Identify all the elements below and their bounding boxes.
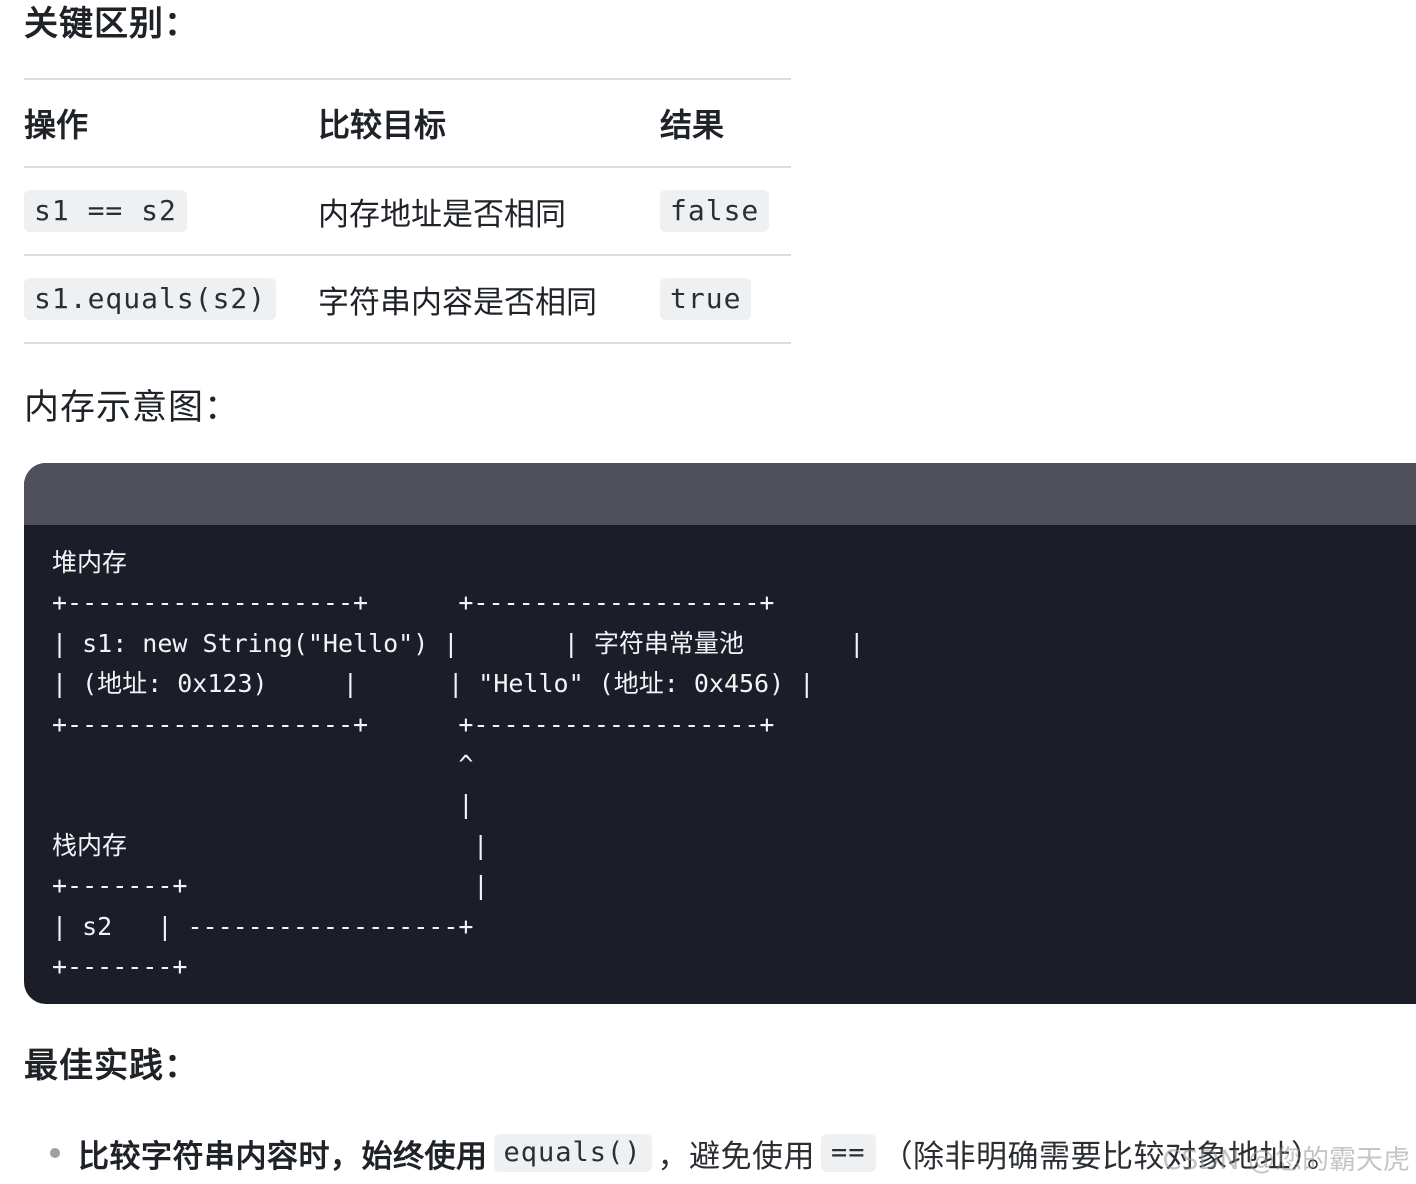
table-header-target: 比较目标 — [318, 106, 447, 144]
inline-code: s1 == s2 — [24, 190, 187, 232]
inline-code: == — [821, 1134, 876, 1172]
code-block-content[interactable]: 堆内存 +-------------------+ +-------------… — [24, 525, 1416, 987]
inline-code: true — [660, 278, 752, 320]
table-header-operation: 操作 — [24, 106, 89, 144]
inline-code: s1.equals(s2) — [24, 278, 277, 320]
table-cell-result: true — [660, 255, 791, 343]
code-line: +-------+ | — [52, 871, 489, 901]
code-line: 堆内存 — [52, 548, 128, 577]
table-cell-operation: s1.equals(s2) — [24, 255, 318, 343]
best-practice-tail-text: （除非明确需要比较对象地址）。 — [881, 1138, 1339, 1175]
code-line: | (地址: 0x123) | | "Hello" (地址: 0x456) | — [52, 669, 815, 699]
table-cell-target: 字符串内容是否相同 — [318, 284, 597, 321]
comparison-table: 操作 比较目标 结果 s1 == s2 内存地址是否相同 false s1.eq… — [24, 78, 791, 344]
table-header-row: 操作 比较目标 结果 — [24, 79, 791, 167]
inline-code: false — [660, 190, 770, 232]
code-line: 栈内存 | — [52, 830, 489, 860]
section-heading-best-practice: 最佳实践： — [24, 1046, 199, 1086]
inline-code: equals() — [493, 1134, 652, 1172]
table-cell-operation: s1 == s2 — [24, 167, 318, 255]
table-cell-result: false — [660, 167, 791, 255]
code-line: | s2 | ------------------+ — [52, 911, 474, 941]
table-cell-target: 内存地址是否相同 — [318, 196, 566, 233]
code-line: | — [52, 790, 474, 820]
list-item: 比较字符串内容时，始终使用 equals() ，避免使用 == （除非明确需要比… — [50, 1128, 1416, 1178]
bullet-icon — [50, 1148, 60, 1158]
section-heading-key-differences: 关键区别： — [24, 4, 199, 44]
best-practice-separator-text: ，避免使用 — [657, 1138, 816, 1175]
code-line: +-------------------+ +-----------------… — [52, 709, 775, 739]
code-line: ^ — [52, 750, 474, 780]
section-heading-memory-diagram: 内存示意图： — [24, 388, 241, 428]
code-block-header — [24, 463, 1416, 525]
code-block: 堆内存 +-------------------+ +-------------… — [24, 463, 1416, 1004]
table-row: s1 == s2 内存地址是否相同 false — [24, 167, 791, 255]
table-header-result: 结果 — [660, 106, 725, 144]
table-row: s1.equals(s2) 字符串内容是否相同 true — [24, 255, 791, 343]
code-line: +-------------------+ +-----------------… — [52, 588, 775, 618]
code-line: +-------+ — [52, 952, 188, 982]
best-practice-strong-text: 比较字符串内容时，始终使用 — [78, 1138, 488, 1175]
code-line: | s1: new String("Hello") | | 字符串常量池 | — [52, 628, 865, 658]
